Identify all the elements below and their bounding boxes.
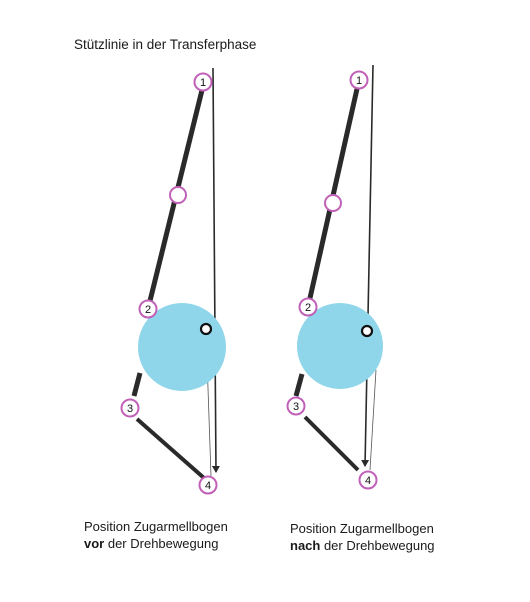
svg-text:2: 2	[145, 304, 151, 316]
marker-4: 4	[198, 475, 218, 495]
marker-2: 2	[138, 299, 158, 319]
support-line-lower	[131, 372, 143, 397]
svg-text:4: 4	[205, 480, 211, 492]
thin-line-vertical	[211, 67, 220, 473]
elbow-point	[199, 322, 213, 336]
caption-right: Position Zugarmellbogen nach der Drehbew…	[290, 520, 435, 554]
caption-right-line1: Position Zugarmellbogen	[290, 521, 434, 536]
marker-2: 2	[298, 297, 318, 317]
marker-1: 1	[193, 72, 213, 92]
panel-left: 1 2 3 4	[120, 67, 226, 495]
mid-marker	[169, 186, 187, 204]
support-line-lower	[293, 373, 305, 397]
caption-right-emphasis: nach	[290, 538, 321, 553]
svg-text:1: 1	[200, 77, 206, 89]
support-line-upper	[305, 79, 362, 308]
page-title: Stützlinie in der Transferphase	[74, 37, 257, 52]
mid-marker	[324, 194, 342, 212]
thin-line-secondary	[369, 369, 377, 471]
svg-text:2: 2	[305, 302, 311, 314]
caption-left-rest: der Drehbewegung	[104, 536, 219, 551]
marker-3: 3	[286, 396, 306, 416]
svg-text:3: 3	[127, 403, 133, 415]
caption-right-rest: der Drehbewegung	[320, 538, 435, 553]
elbow-point	[360, 324, 374, 338]
marker-1: 1	[349, 70, 369, 90]
ball	[297, 303, 383, 389]
marker-3: 3	[120, 398, 140, 418]
marker-4: 4	[358, 470, 378, 490]
panel-right: 1 2 3 4	[286, 64, 383, 490]
caption-left-emphasis: vor	[84, 536, 105, 551]
caption-left-line1: Position Zugarmellbogen	[84, 519, 228, 534]
svg-text:3: 3	[293, 401, 299, 413]
caption-right-line2: nach der Drehbewegung	[290, 537, 435, 554]
forearm-line	[303, 415, 360, 472]
caption-left: Position Zugarmellbogen vor der Drehbewe…	[84, 518, 228, 552]
forearm-line	[135, 417, 206, 480]
caption-left-line2: vor der Drehbewegung	[84, 535, 228, 552]
svg-text:1: 1	[356, 75, 362, 87]
svg-text:4: 4	[365, 475, 371, 487]
thin-line-vertical	[361, 64, 374, 467]
